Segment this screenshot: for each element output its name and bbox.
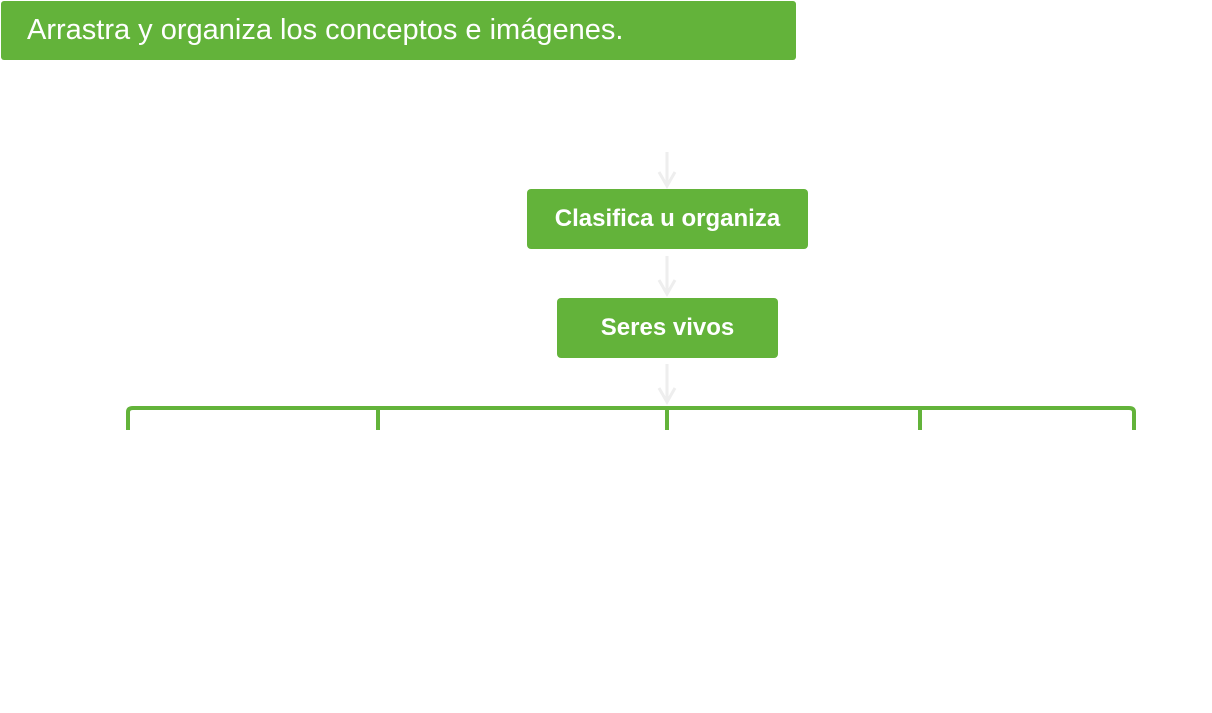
instruction-banner: Arrastra y organiza los conceptos e imág… xyxy=(1,1,796,60)
concept-node-seres-vivos[interactable]: Seres vivos xyxy=(557,298,778,358)
arrows xyxy=(657,152,677,406)
arrow-down-icon xyxy=(657,364,677,406)
concept-node-clasifica[interactable]: Clasifica u organiza xyxy=(527,189,808,249)
arrow-down-icon xyxy=(657,256,677,298)
branch-bracket xyxy=(126,406,1136,430)
arrow-down-icon xyxy=(657,152,677,190)
